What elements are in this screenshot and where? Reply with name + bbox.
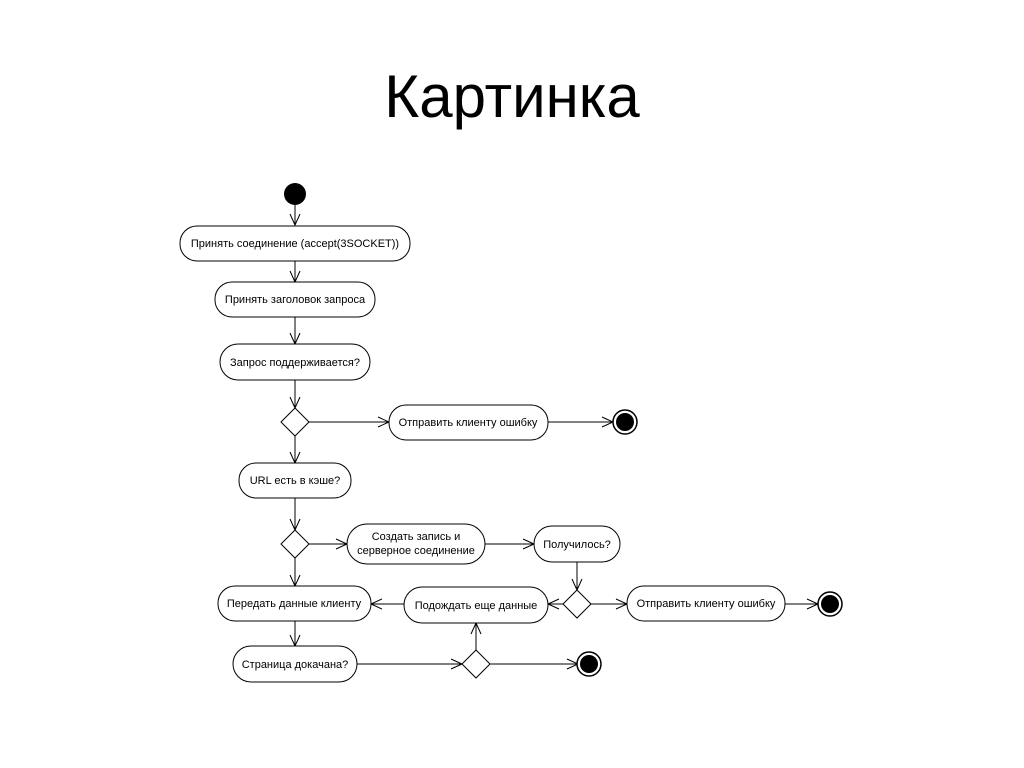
activity-label: Принять соединение (accept(3SOCKET))	[191, 238, 399, 250]
slide-title: Картинка	[384, 63, 640, 130]
activity-label: Запрос поддерживается?	[230, 357, 360, 369]
end-node-complete	[576, 651, 602, 677]
activity-send-error-1: Отправить клиенту ошибку	[388, 404, 549, 441]
decision-in-cache	[280, 529, 310, 559]
activity-label: серверное соединение	[357, 545, 475, 557]
activity-accept-header: Принять заголовок запроса	[214, 281, 376, 318]
activity-label: URL есть в кэше?	[250, 475, 341, 487]
activity-page-loaded: Страница докачана?	[232, 645, 358, 683]
activity-label: Передать данные клиенту	[227, 598, 362, 610]
start-node	[284, 183, 306, 205]
activity-accept-connection: Принять соединение (accept(3SOCKET))	[179, 225, 411, 262]
activity-label: Подождать еще данные	[415, 600, 538, 612]
activity-success-check: Получилось?	[533, 525, 621, 563]
activity-url-in-cache: URL есть в кэше?	[238, 462, 352, 499]
activity-label: Получилось?	[543, 539, 611, 551]
activity-label: Отправить клиенту ошибку	[637, 598, 776, 610]
activity-send-error-2: Отправить клиенту ошибку	[626, 585, 786, 622]
activity-create-entry: Создать запись и серверное соединение	[346, 523, 486, 565]
activity-request-supported: Запрос поддерживается?	[219, 343, 371, 381]
decision-success	[562, 589, 592, 619]
activity-label: Создать запись и	[372, 531, 461, 543]
arrowhead	[289, 213, 301, 227]
activity-label: Принять заголовок запроса	[225, 294, 366, 306]
end-node-error-2	[817, 591, 843, 617]
activity-label: Страница докачана?	[242, 659, 349, 671]
activity-pass-data: Передать данные клиенту	[217, 585, 372, 622]
activity-wait-data: Подождать еще данные	[403, 586, 549, 624]
decision-supported	[280, 407, 310, 437]
decision-page-loaded	[461, 649, 491, 679]
end-node-error-1	[612, 409, 638, 435]
activity-label: Отправить клиенту ошибку	[399, 417, 538, 429]
